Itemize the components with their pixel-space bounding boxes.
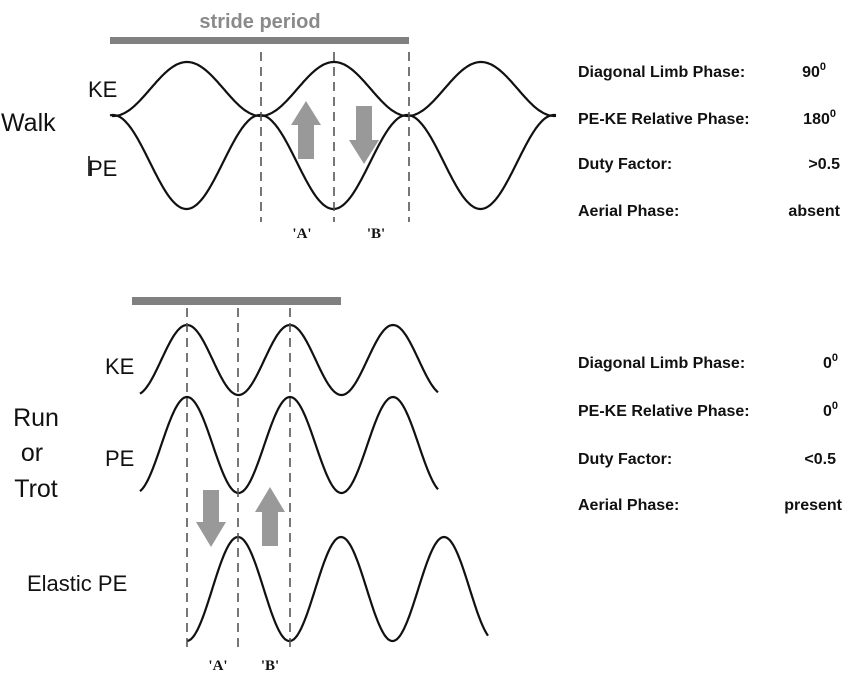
walk-phase-b-label: 'B' [367,226,385,242]
run-ke-curve [139,323,439,397]
run-param-value: <0.5 [804,451,836,468]
run-elastic-pe-label: Elastic PE [27,571,127,596]
run-down-arrow [196,490,226,547]
walk-param-label: Diagonal Limb Phase: [578,64,745,81]
run-param-label: Diagonal Limb Phase: [578,355,745,372]
walk-param-value: absent [788,203,840,220]
walk-param-value: 1800 [803,108,836,128]
walk-phase-a-label: 'A' [292,226,311,242]
run-panel: KE PE Elastic PE Run or Trot 'A' 'B' [13,297,489,674]
walk-gait-label: Walk [1,109,56,137]
walk-pe-curve [109,113,557,211]
walk-pe-label: PE [88,156,117,181]
run-gait-label-line: Run [13,404,59,432]
run-pe-curve [139,395,439,495]
run-params: Diagonal Limb Phase: 00 PE-KE Relative P… [578,352,843,514]
run-up-arrow [255,487,285,546]
run-param-label: Duty Factor: [578,451,672,468]
walk-stride-bar [110,37,409,44]
walk-up-arrow [291,101,321,159]
run-gait-label-line: Trot [14,475,58,503]
walk-param-label: Aerial Phase: [578,203,679,220]
run-stride-bar [132,297,341,305]
run-phase-b-label: 'B' [261,658,279,674]
run-param-value: 00 [823,400,838,420]
walk-panel: stride period KE PE Walk 'A' 'B' [1,11,557,242]
run-pe-label: PE [105,446,134,471]
run-param-label: PE-KE Relative Phase: [578,403,750,420]
run-param-label: Aerial Phase: [578,497,679,514]
walk-ke-curve [111,60,557,118]
walk-params: Diagonal Limb Phase: 900 PE-KE Relative … [578,61,841,220]
walk-stride-label: stride period [199,11,320,33]
run-gait-label-line: or [21,439,43,467]
walk-down-arrow [349,106,379,164]
run-param-value: present [784,497,842,514]
run-param-value: 00 [823,352,838,372]
walk-param-label: Duty Factor: [578,156,672,173]
run-phase-a-label: 'A' [208,658,227,674]
walk-param-value: 900 [802,61,826,81]
walk-param-label: PE-KE Relative Phase: [578,111,750,128]
walk-ke-label: KE [88,77,117,102]
walk-param-value: >0.5 [808,156,840,173]
run-elastic-pe-curve [186,535,489,643]
run-ke-label: KE [105,354,134,379]
